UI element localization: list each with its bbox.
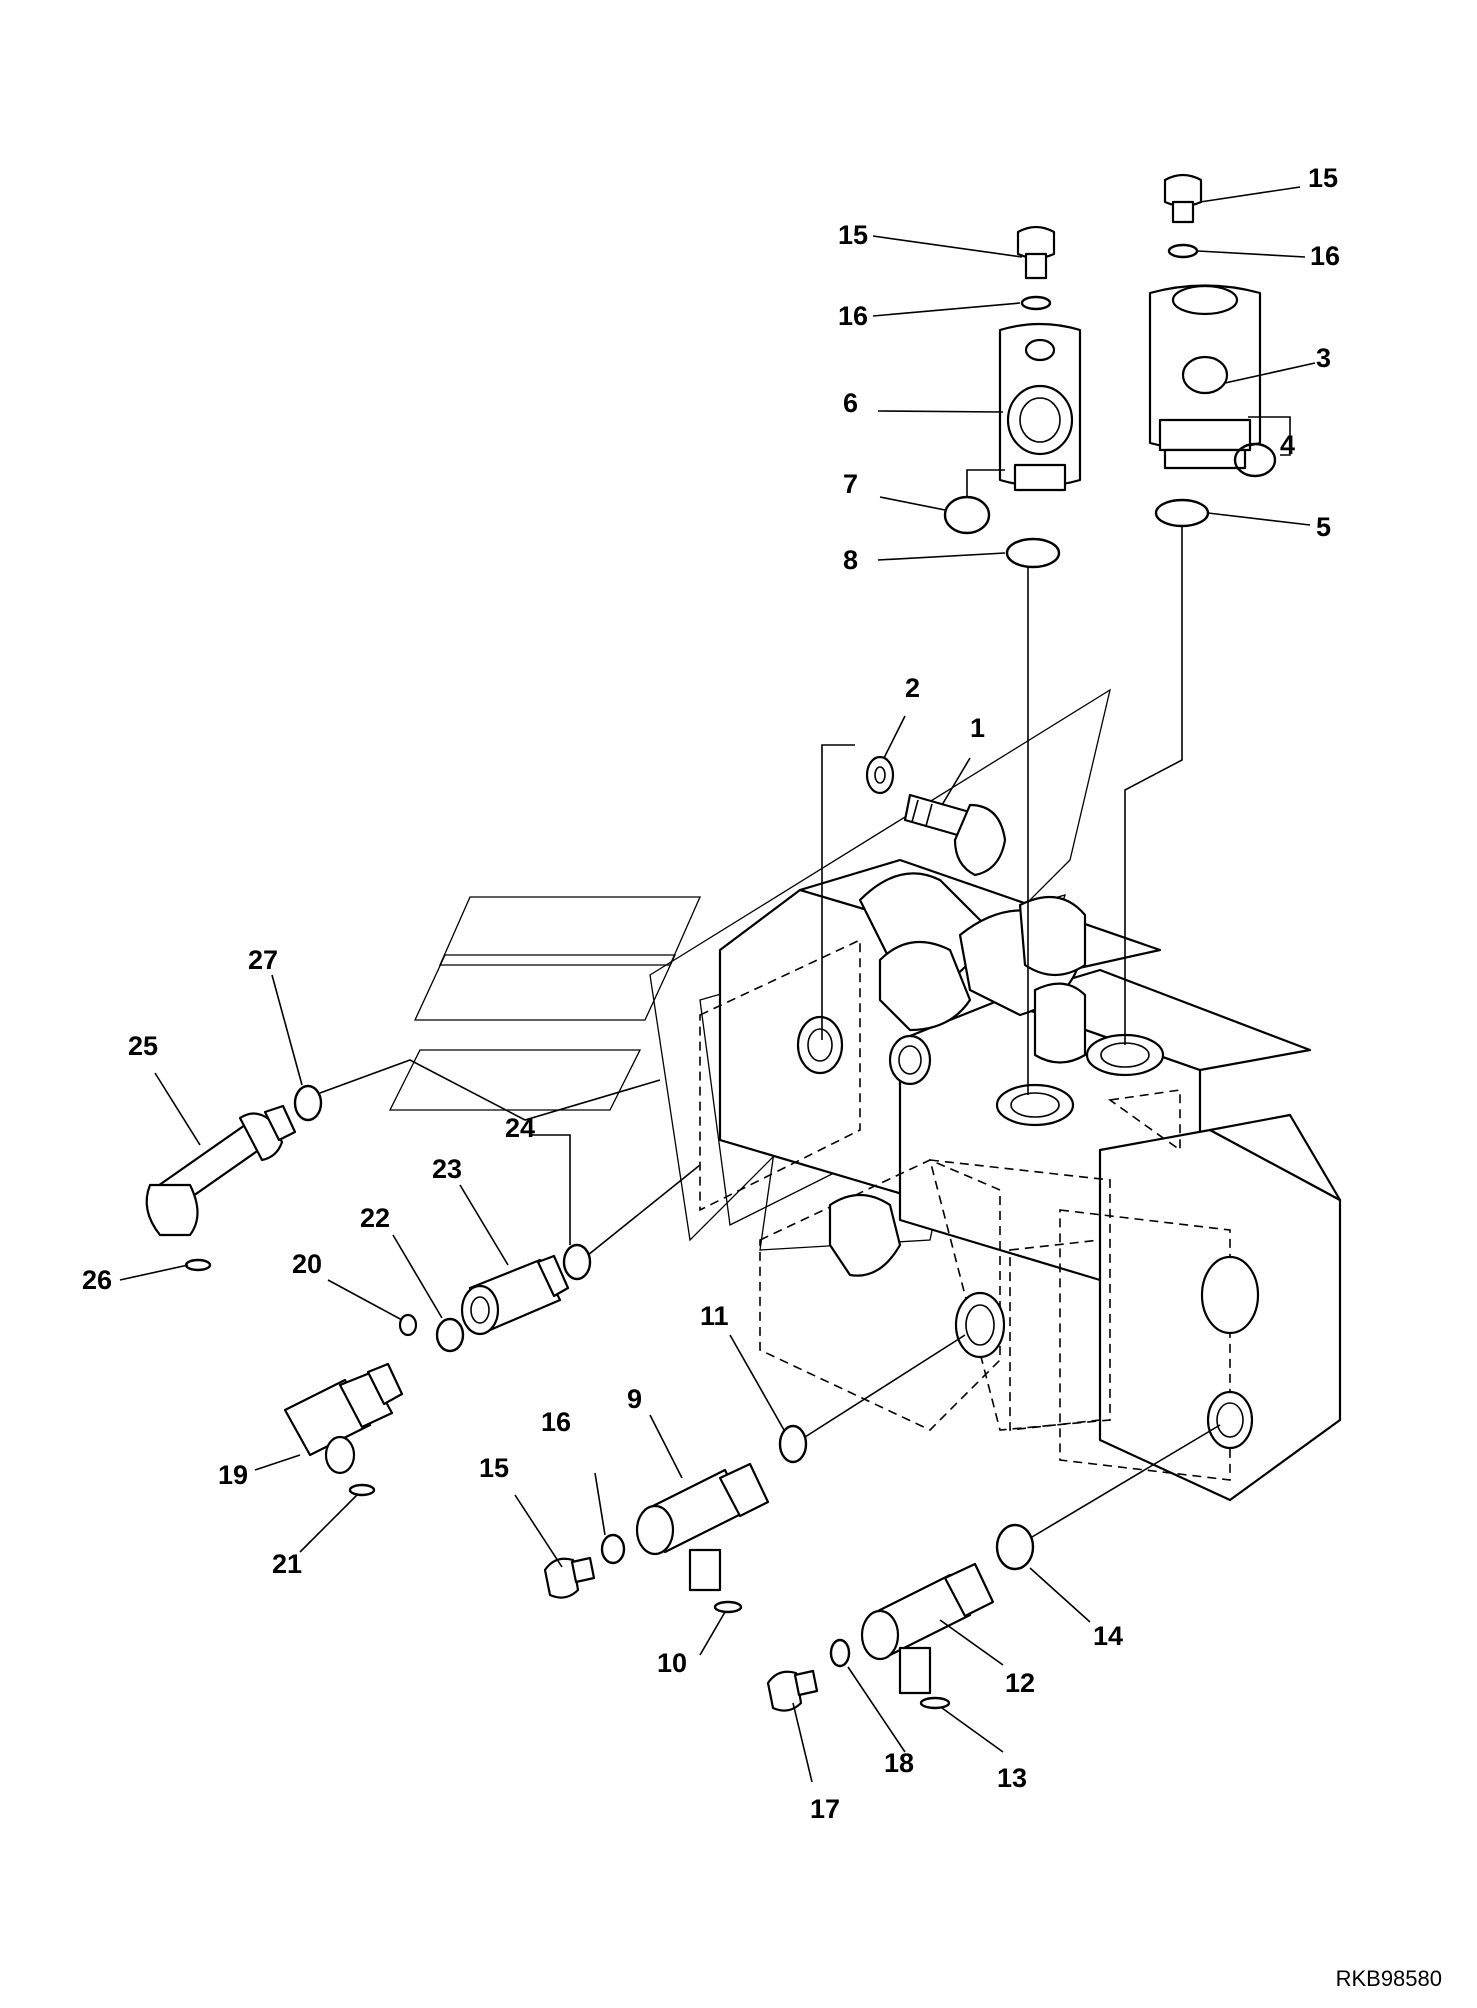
washer-part-2	[865, 755, 895, 795]
o-ring-part-24	[562, 1243, 592, 1281]
fitting-part-19	[283, 1362, 404, 1475]
callout-14: 14	[1093, 1621, 1123, 1651]
o-ring-part-4	[1233, 442, 1277, 478]
callout-20: 20	[292, 1249, 322, 1279]
o-ring-part-13	[919, 1696, 951, 1710]
o-ring-part-26	[184, 1258, 212, 1272]
callout-26: 26	[82, 1265, 112, 1295]
fitting-part-9	[635, 1462, 770, 1592]
callout-labels: 1 2 3 4 5 6 7 8 9 10 11 12 13 14 15 15 1…	[82, 163, 1340, 1824]
adapter-part-23	[460, 1254, 570, 1336]
callout-21: 21	[272, 1549, 302, 1579]
o-ring-part-7	[943, 495, 991, 535]
callout-11: 11	[700, 1301, 729, 1331]
o-ring-part-22	[435, 1317, 465, 1353]
callout-8: 8	[843, 545, 858, 575]
callout-16-lower: 16	[541, 1407, 571, 1437]
bolt-part-17	[766, 1669, 819, 1712]
callout-5: 5	[1316, 512, 1331, 542]
callout-19: 19	[218, 1460, 248, 1490]
elbow-fitting-part-25	[145, 1104, 297, 1237]
callout-18: 18	[884, 1748, 914, 1778]
o-ring-part-14	[995, 1523, 1035, 1571]
o-ring-part-10	[713, 1600, 743, 1614]
fitting-part-6	[998, 322, 1082, 492]
plug-part-20	[398, 1313, 418, 1337]
fitting-part-12	[860, 1562, 995, 1695]
callout-15-upper-right: 15	[1308, 163, 1338, 193]
callout-23: 23	[432, 1154, 462, 1184]
callout-1: 1	[970, 713, 985, 743]
o-ring-part-16-upper-right	[1167, 243, 1199, 259]
callout-4: 4	[1280, 430, 1295, 460]
bolt-part-15-upper-right	[1163, 173, 1203, 224]
callout-17: 17	[810, 1794, 840, 1824]
callout-6: 6	[843, 388, 858, 418]
callout-13: 13	[997, 1763, 1027, 1793]
o-ring-part-21	[348, 1483, 376, 1497]
bolt-part-15-lower	[543, 1556, 596, 1599]
o-ring-part-27	[293, 1084, 323, 1122]
callout-12: 12	[1005, 1668, 1035, 1698]
o-ring-part-16-upper-left	[1020, 295, 1052, 311]
callout-16-upper-right: 16	[1310, 241, 1340, 271]
bolt-part-1	[903, 793, 1007, 877]
o-ring-part-5	[1154, 498, 1210, 528]
control-valve-body	[699, 858, 1342, 1502]
callout-leaders	[119, 186, 1316, 1783]
callout-10: 10	[657, 1648, 687, 1678]
callout-25: 25	[128, 1031, 158, 1061]
o-ring-part-8	[1005, 537, 1061, 569]
callout-7: 7	[843, 469, 858, 499]
o-ring-part-16-lower	[600, 1533, 626, 1565]
callout-22: 22	[360, 1203, 390, 1233]
callout-27: 27	[248, 945, 278, 975]
callout-16-upper-left: 16	[838, 301, 868, 331]
callout-9: 9	[627, 1384, 642, 1414]
callout-2: 2	[905, 673, 920, 703]
bolt-part-15-upper-left	[1016, 225, 1056, 280]
o-ring-part-18	[829, 1638, 851, 1668]
callout-15-upper-left: 15	[838, 220, 868, 250]
o-ring-part-11	[778, 1424, 808, 1464]
fitting-part-3	[1148, 284, 1262, 470]
callout-15-lower: 15	[479, 1453, 509, 1483]
drawing-number: RKB98580	[1336, 1966, 1442, 1991]
callout-24: 24	[505, 1113, 535, 1143]
callout-3: 3	[1316, 343, 1331, 373]
assembly-lines	[319, 527, 1221, 1538]
